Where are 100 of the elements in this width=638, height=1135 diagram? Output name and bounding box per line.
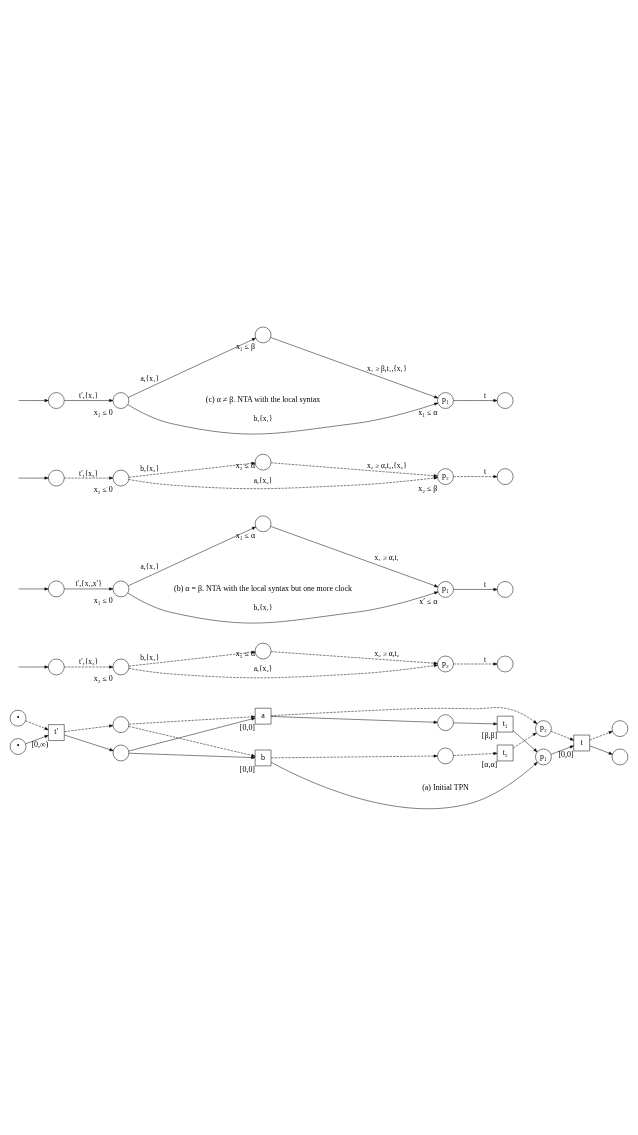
edge-label: x₂ ≥ α,t₂,{x₂} xyxy=(366,460,407,470)
node-circle xyxy=(112,744,130,761)
arrow xyxy=(25,734,49,744)
arrow xyxy=(270,650,438,665)
arrow xyxy=(270,706,538,724)
node-label: [0,0] xyxy=(558,749,574,759)
label: (b) α = β. NTA with the local syntax but one more clock xyxy=(174,583,353,593)
arrow xyxy=(128,717,256,751)
arrow xyxy=(128,650,256,666)
node-circle xyxy=(48,469,65,486)
node-circle xyxy=(437,747,454,764)
arrow xyxy=(453,587,498,591)
edge-label: x₂ ≥ α,t₂ xyxy=(374,648,400,658)
edge-label: x₁ ≥ α,t₁ xyxy=(374,552,400,562)
arrow xyxy=(270,462,438,477)
arrow xyxy=(453,662,498,665)
edge-label: t′,{x₁} xyxy=(79,390,99,400)
node-label: x₁ ≤ 0 xyxy=(93,595,113,605)
label: (c) α ≠ β. NTA with the local syntax xyxy=(205,394,321,404)
node-box: b xyxy=(254,749,272,766)
arrow xyxy=(127,337,256,398)
node-circle: p₁ xyxy=(437,580,454,598)
arrow xyxy=(128,476,438,489)
node-circle xyxy=(112,715,130,733)
edge-label: b,{x₂} xyxy=(140,652,160,662)
edge-label: b,{x₂} xyxy=(140,463,160,473)
arrow xyxy=(128,461,256,477)
arrow xyxy=(589,730,613,740)
edge-label: t′,{x₁,x′} xyxy=(75,578,102,588)
node-circle: • xyxy=(9,709,27,726)
edge-label: t xyxy=(483,390,487,400)
node-circle xyxy=(48,658,65,675)
edge-label: b,{x₁} xyxy=(253,413,273,423)
node-circle xyxy=(112,391,130,409)
node-circle xyxy=(496,655,514,672)
node-circle xyxy=(48,580,65,597)
arrow xyxy=(270,761,538,809)
edge-label: t xyxy=(483,466,487,476)
arrow xyxy=(64,734,114,751)
edge-label: t′,{x₂} xyxy=(79,656,99,666)
node-label: [0,∞) xyxy=(31,739,49,749)
node-circle: • xyxy=(9,737,27,755)
node-circle xyxy=(254,453,272,470)
node-circle: p₁ xyxy=(437,391,454,409)
arrow xyxy=(453,751,498,756)
edge-label: a,{x₁} xyxy=(140,373,160,383)
node-label: x₁ ≤ α xyxy=(418,407,438,417)
arrow xyxy=(128,526,256,586)
node-label: [0,0] xyxy=(239,722,256,732)
arrow xyxy=(550,745,574,754)
edge-label: x₁ ≥ β,t₁,{x₁} xyxy=(366,363,407,373)
arrow xyxy=(127,402,439,434)
node-circle xyxy=(112,580,130,597)
node-box: t₁ xyxy=(496,715,514,732)
node-circle xyxy=(437,713,454,731)
arrow xyxy=(64,665,114,668)
node-box: t′ xyxy=(48,723,65,741)
node-label: x₂ ≤ 0 xyxy=(93,673,113,683)
arrow xyxy=(64,724,114,732)
node-circle: p₂ xyxy=(437,467,454,485)
node-circle xyxy=(254,515,272,532)
arrow xyxy=(589,745,613,755)
arrow xyxy=(270,336,439,398)
arrow xyxy=(270,525,439,587)
node-label: [β,β] xyxy=(481,730,498,740)
arrow xyxy=(127,591,439,623)
arrow xyxy=(18,665,49,668)
node-label: x₁ ≤ 0 xyxy=(93,407,113,417)
label: (a) Initial TPN xyxy=(422,782,469,792)
edge-label: t xyxy=(483,654,487,663)
node-box: t xyxy=(573,734,590,751)
node-label: x₁ ≤ β xyxy=(235,341,255,351)
node-circle xyxy=(254,326,272,343)
node-label: [0,0] xyxy=(239,764,256,774)
node-label: x₁ ≤ α xyxy=(235,530,256,540)
arrow xyxy=(550,730,574,740)
node-box: a xyxy=(254,707,272,724)
arrow xyxy=(128,663,438,678)
arrow xyxy=(25,720,49,730)
node-circle xyxy=(496,391,514,409)
edge-label: a,{x₁} xyxy=(140,561,160,571)
edge-label: t′,{x₂} xyxy=(79,468,99,478)
node-circle xyxy=(611,748,629,765)
arrow xyxy=(453,474,498,478)
node-label: x₂ ≤ 0 xyxy=(93,484,113,494)
node-box: t₂ xyxy=(496,744,514,761)
node-circle xyxy=(611,719,629,737)
node-label: x′ ≤ α xyxy=(419,596,438,606)
arrow xyxy=(18,476,49,480)
arrow xyxy=(128,752,256,759)
arrow xyxy=(453,721,498,725)
node-label: [α,α] xyxy=(481,759,498,769)
node-circle xyxy=(112,469,130,486)
node-label: x₂ ≤ α xyxy=(235,460,256,470)
edge-label: b,{x₁} xyxy=(253,602,273,612)
node-circle xyxy=(496,580,514,598)
edge-label: t xyxy=(483,579,487,589)
arrow xyxy=(128,714,256,724)
node-circle xyxy=(112,658,130,675)
node-circle xyxy=(496,467,514,485)
